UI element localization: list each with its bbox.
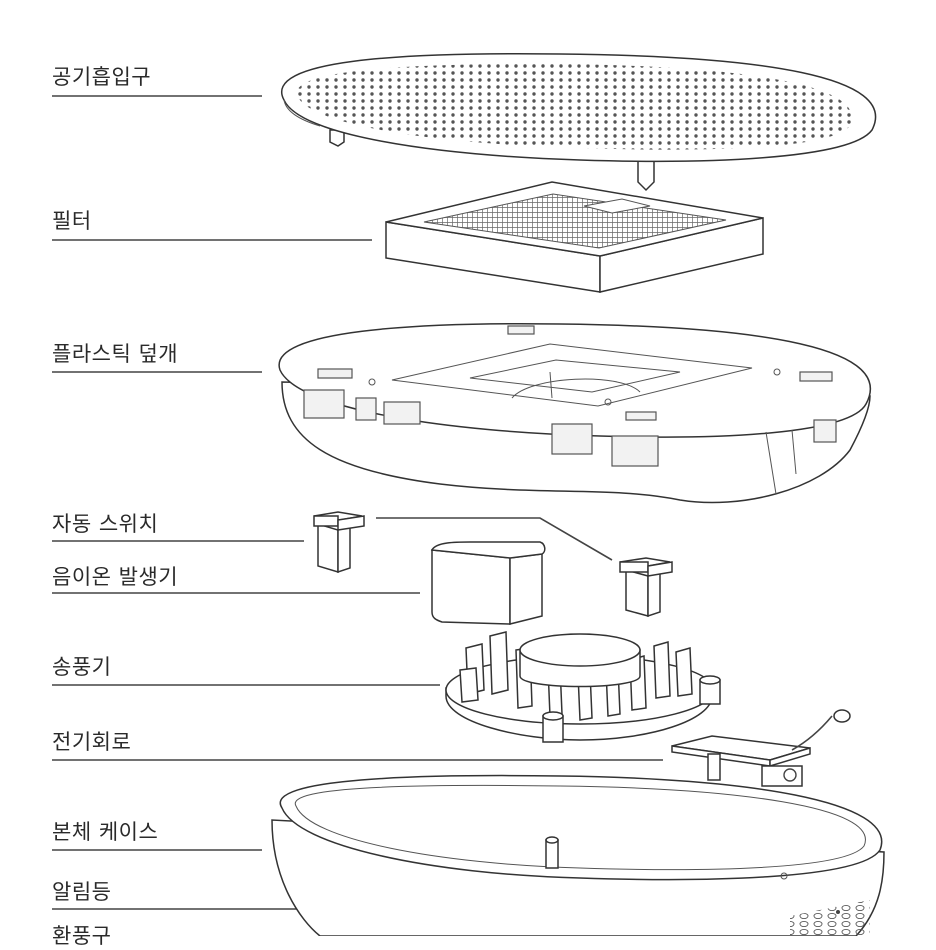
- label-case: 본체 케이스: [52, 820, 159, 844]
- auto-switch-left: [313, 511, 365, 574]
- plastic-cover-part: [278, 322, 872, 504]
- circuit-part: [671, 709, 851, 787]
- label-filter: 필터: [52, 209, 92, 233]
- label-fan: 송풍기: [52, 655, 112, 679]
- leader-switch-2: [376, 517, 613, 561]
- label-ion: 음이온 발생기: [52, 565, 179, 589]
- label-lamp: 알림등: [52, 880, 112, 904]
- label-intake: 공기흡입구: [52, 65, 152, 89]
- filter-part: [385, 181, 764, 293]
- label-circuit: 전기회로: [52, 730, 132, 754]
- blower-fan-part: [445, 631, 721, 743]
- ion-generator-part: [430, 541, 546, 625]
- main-case-part: [271, 774, 885, 936]
- air-intake-part: [281, 52, 877, 192]
- auto-switch-right: [619, 557, 673, 618]
- label-exhaust: 환풍구: [52, 924, 112, 948]
- label-switch: 자동 스위치: [52, 512, 159, 536]
- label-cover: 플라스틱 덮개: [52, 342, 179, 366]
